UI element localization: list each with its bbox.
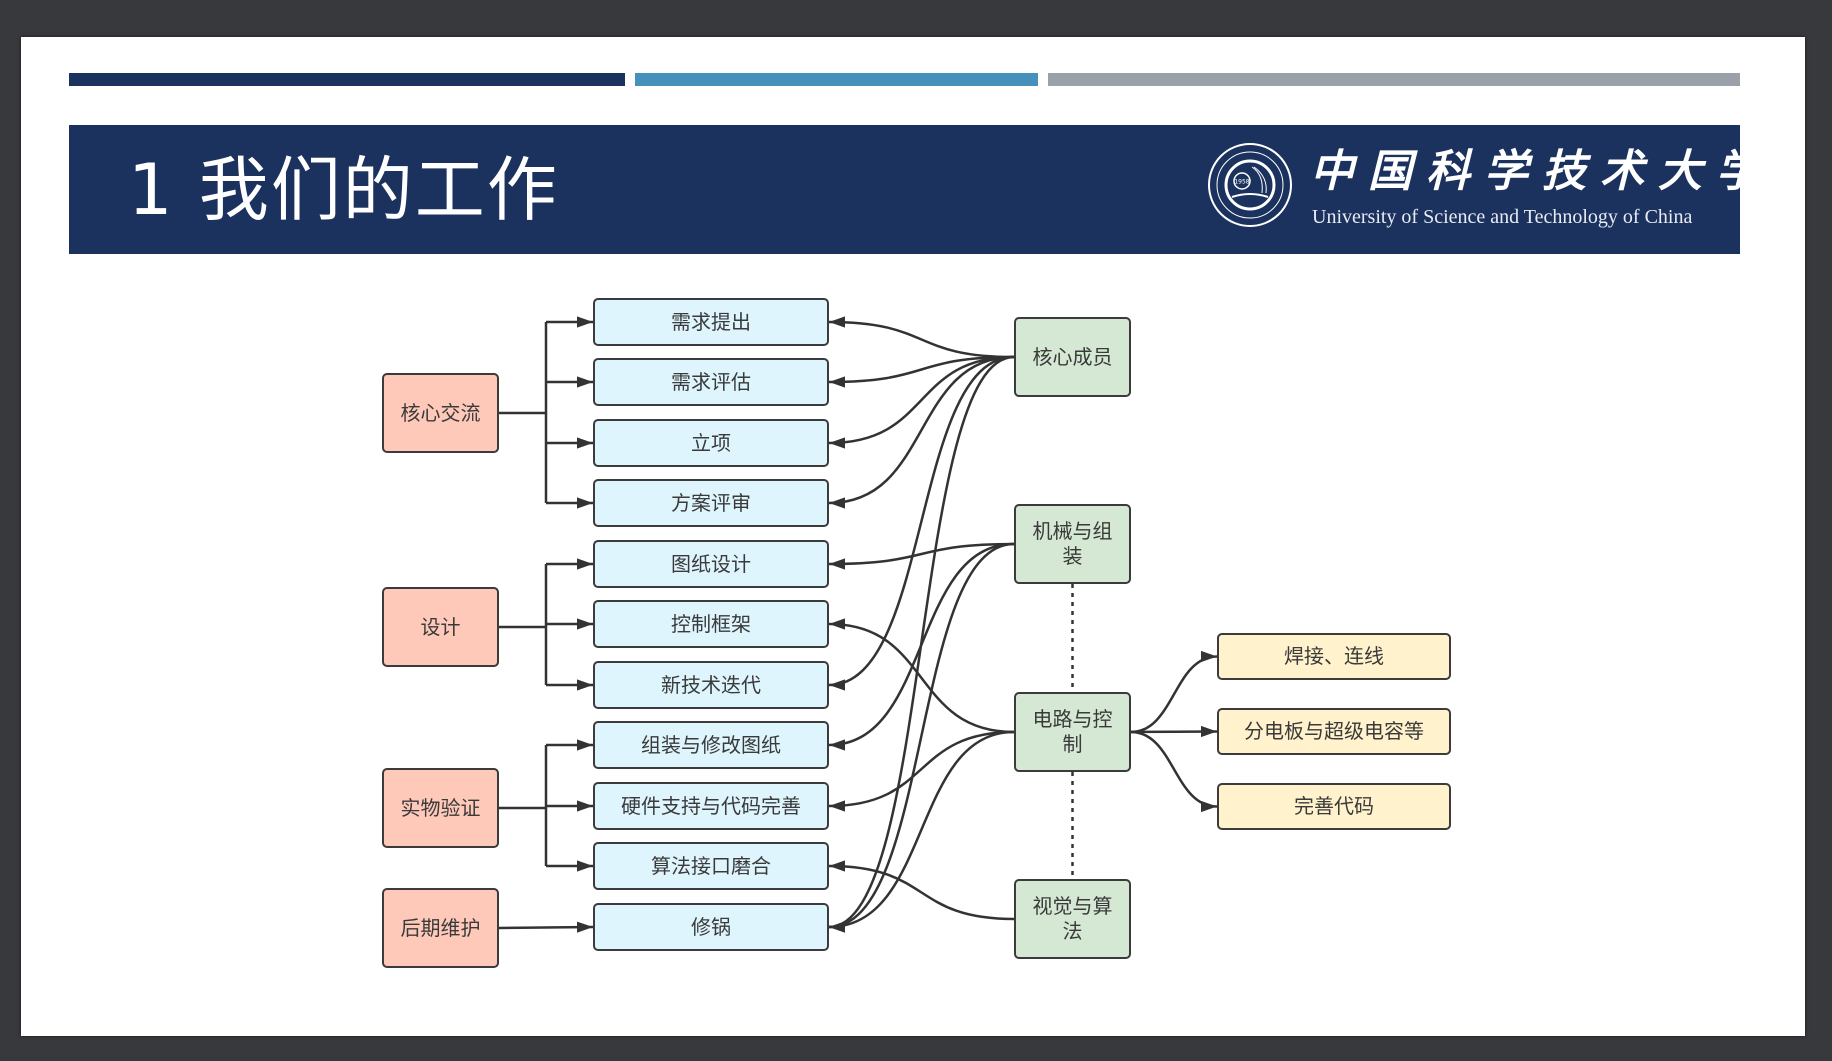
- task-node[interactable]: 控制框架: [593, 600, 829, 648]
- task-node[interactable]: 新技术迭代: [593, 661, 829, 709]
- task-node-label: 新技术迭代: [661, 672, 761, 697]
- header-bar-blue: [635, 73, 1038, 86]
- slide-title: 1 我们的工作: [128, 149, 559, 231]
- task-node-label: 控制框架: [671, 611, 751, 636]
- phase-node-design[interactable]: 设计: [382, 587, 499, 667]
- university-name-en: University of Science and Technology of …: [1312, 206, 1693, 228]
- phase-node-maintenance[interactable]: 后期维护: [382, 888, 499, 968]
- task-node-label: 需求评估: [671, 369, 751, 394]
- task-node[interactable]: 需求提出: [593, 298, 829, 346]
- subtask-node-label: 焊接、连线: [1284, 644, 1384, 668]
- task-node[interactable]: 图纸设计: [593, 540, 829, 588]
- task-node[interactable]: 方案评审: [593, 479, 829, 527]
- subtask-node-label: 分电板与超级电容等: [1244, 719, 1424, 743]
- task-node-label: 图纸设计: [671, 551, 751, 576]
- phase-node-label: 设计: [420, 614, 461, 639]
- title-band: [69, 125, 1740, 254]
- task-node[interactable]: 组装与修改图纸: [593, 721, 829, 769]
- subtask-node[interactable]: 焊接、连线: [1217, 633, 1451, 680]
- task-node-label: 方案评审: [671, 490, 751, 515]
- subtask-node[interactable]: 完善代码: [1217, 783, 1451, 830]
- task-node-label: 组装与修改图纸: [641, 732, 781, 757]
- team-node-label: 机械与组装: [1032, 519, 1113, 568]
- task-node-label: 立项: [691, 430, 731, 455]
- task-node-label: 需求提出: [671, 309, 751, 334]
- task-node[interactable]: 硬件支持与代码完善: [593, 782, 829, 830]
- task-node[interactable]: 修锅: [593, 903, 829, 951]
- university-emblem-icon: 1958: [1208, 143, 1292, 227]
- header-bar-dark: [69, 73, 625, 86]
- subtask-node[interactable]: 分电板与超级电容等: [1217, 708, 1451, 755]
- team-node-vision-algorithm[interactable]: 视觉与算法: [1014, 879, 1131, 959]
- emblem-year: 1958: [1234, 179, 1249, 186]
- task-node[interactable]: 算法接口磨合: [593, 842, 829, 890]
- task-node-label: 算法接口磨合: [651, 853, 771, 878]
- team-node-label: 核心成员: [1032, 344, 1113, 369]
- task-node-label: 修锅: [691, 914, 731, 939]
- phase-node-physical-verification[interactable]: 实物验证: [382, 768, 499, 848]
- team-node-circuit-control[interactable]: 电路与控制: [1014, 692, 1131, 772]
- header-bar-gray: [1048, 73, 1740, 86]
- team-node-label: 视觉与算法: [1032, 894, 1113, 943]
- subtask-node-label: 完善代码: [1294, 794, 1374, 818]
- task-node-label: 硬件支持与代码完善: [621, 793, 801, 818]
- phase-node-label: 后期维护: [400, 915, 481, 940]
- task-node[interactable]: 立项: [593, 419, 829, 467]
- task-node[interactable]: 需求评估: [593, 358, 829, 406]
- phase-node-label: 核心交流: [400, 400, 481, 425]
- phase-node-label: 实物验证: [400, 795, 481, 820]
- team-node-core-members[interactable]: 核心成员: [1014, 317, 1131, 397]
- university-name-cn: 中国科学技术大学: [1310, 146, 1774, 197]
- phase-node-core-communication[interactable]: 核心交流: [382, 373, 499, 453]
- team-node-mechanical[interactable]: 机械与组装: [1014, 504, 1131, 584]
- team-node-label: 电路与控制: [1032, 707, 1113, 756]
